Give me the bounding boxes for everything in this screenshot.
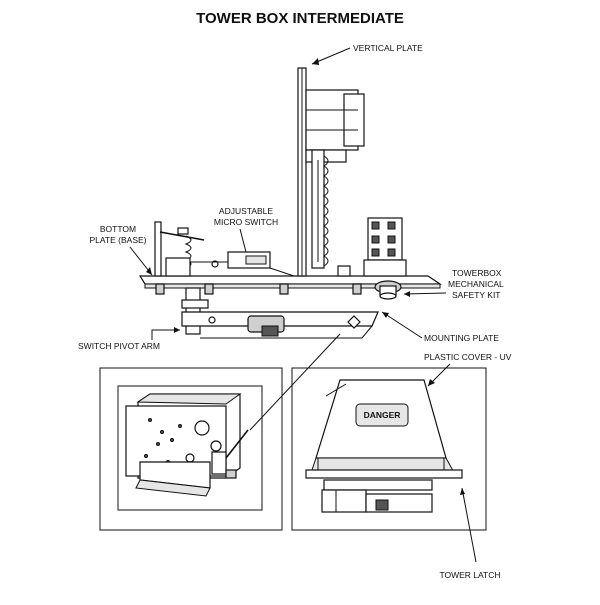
svg-text:ADJUSTABLE: ADJUSTABLE	[219, 206, 273, 216]
danger-label	[355, 403, 409, 427]
main-assembly	[138, 67, 442, 431]
svg-text:PLATE (BASE): PLATE (BASE)	[90, 235, 147, 245]
terminal-block	[363, 217, 407, 277]
svg-text:PLASTIC COVER - UV: PLASTIC COVER - UV	[424, 352, 512, 362]
upper-block-side	[343, 93, 365, 147]
label-bottom-plate: BOTTOM PLATE (BASE)	[90, 224, 153, 276]
label-mounting-plate: MOUNTING PLATE	[381, 311, 499, 343]
terminal-strip	[311, 149, 329, 269]
label-switch-pivot-arm: SWITCH PIVOT ARM	[78, 327, 180, 351]
svg-text:MOUNTING PLATE: MOUNTING PLATE	[424, 333, 499, 343]
svg-text:TOWERBOX: TOWERBOX	[452, 268, 502, 278]
label-adjustable-micro-switch: ADJUSTABLE MICRO SWITCH	[214, 206, 278, 253]
bottom-plate-edge	[144, 283, 441, 289]
spring-lever	[154, 221, 228, 277]
label-tower-latch: TOWER LATCH	[439, 487, 501, 580]
label-vertical-plate: VERTICAL PLATE	[311, 43, 423, 65]
svg-text:MICRO SWITCH: MICRO SWITCH	[214, 217, 278, 227]
diagram-title: TOWER BOX INTERMEDIATE	[196, 10, 404, 27]
micro-switch	[210, 251, 295, 277]
svg-text:SWITCH PIVOT ARM: SWITCH PIVOT ARM	[78, 341, 160, 351]
svg-text:VERTICAL PLATE: VERTICAL PLATE	[353, 43, 423, 53]
base-bolts	[155, 283, 362, 295]
plastic-cover-panel: DANGER	[291, 367, 487, 531]
label-plastic-cover: PLASTIC COVER - UV	[424, 352, 512, 387]
safety-kit-roller	[374, 280, 402, 300]
mounting-plate-panel	[99, 367, 283, 531]
svg-text:SAFETY KIT: SAFETY KIT	[452, 290, 501, 300]
lower-bracket	[181, 287, 379, 339]
label-safety-kit: TOWERBOX MECHANICAL SAFETY KIT	[403, 268, 504, 300]
svg-text:MECHANICAL: MECHANICAL	[448, 279, 504, 289]
svg-text:BOTTOM: BOTTOM	[100, 224, 136, 234]
svg-text:TOWER LATCH: TOWER LATCH	[439, 570, 500, 580]
svg-text:DANGER: DANGER	[364, 410, 401, 420]
